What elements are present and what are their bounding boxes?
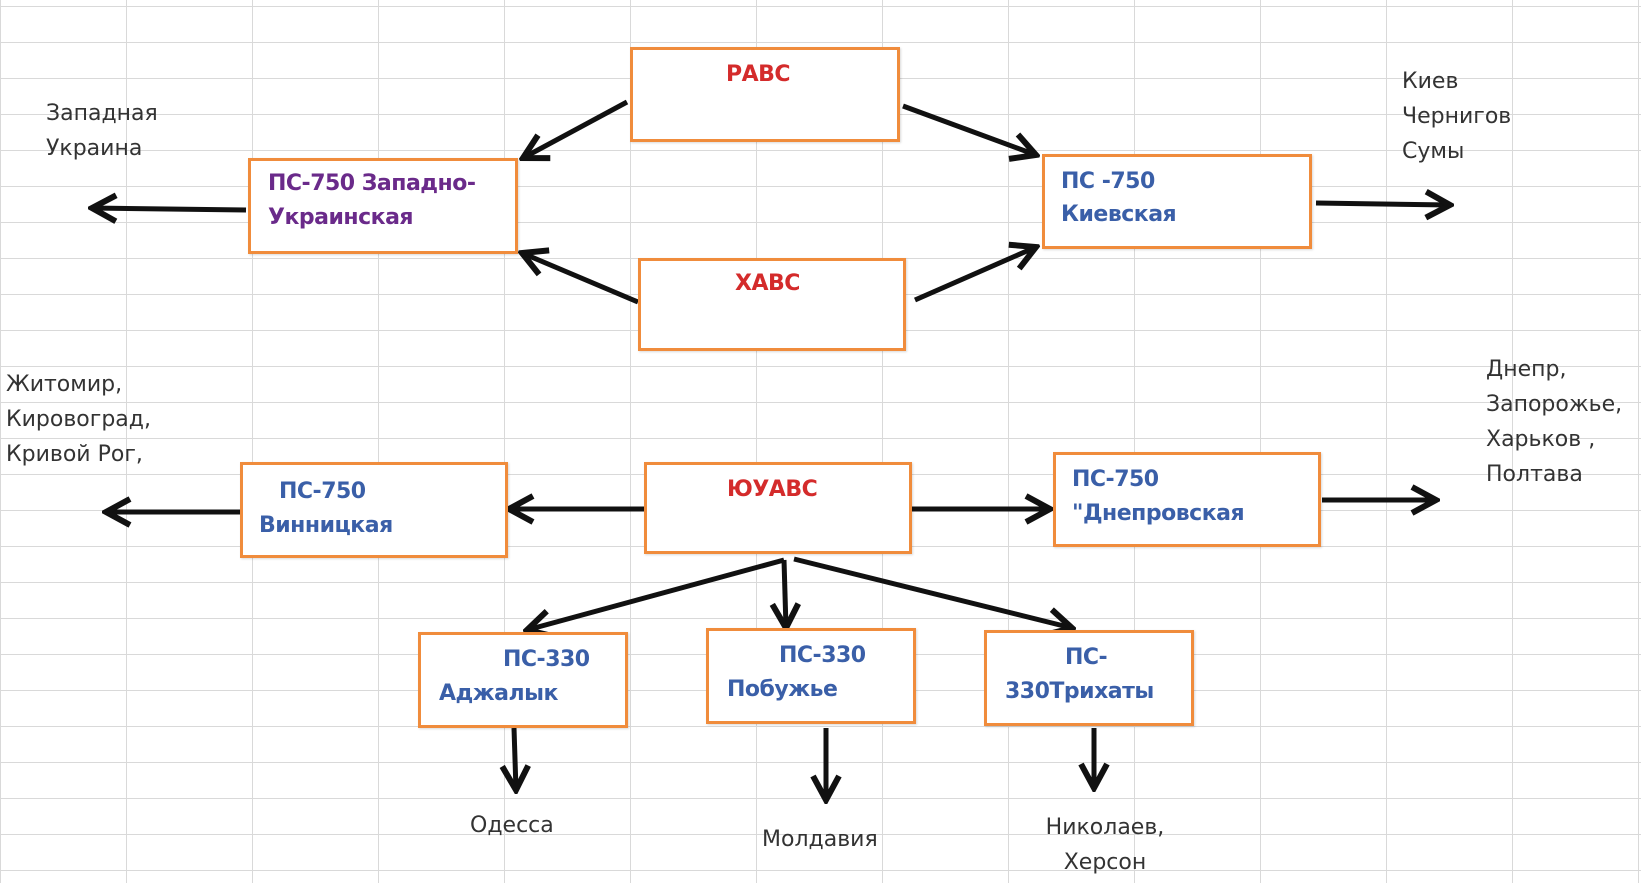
substation-kyiv-line2: Киевская: [1061, 202, 1177, 227]
havs-box: ХАВС: [638, 258, 906, 351]
substation-dnipro: ПС-750 "Днепровская: [1053, 452, 1321, 547]
region-dnipro-line: Запорожье,: [1486, 392, 1623, 417]
substation-west-line2: Украинская: [268, 205, 414, 230]
region-pobuzhe-line: Молдавия: [762, 827, 878, 852]
havs-label: ХАВС: [735, 271, 800, 296]
yuavs-label: ЮУАВС: [727, 477, 818, 502]
ravs-label: РАВС: [726, 62, 791, 87]
region-pobuzhe: Молдавия: [762, 822, 878, 857]
region-dnipro-line: Полтава: [1486, 462, 1583, 487]
region-vinnytsia-line: Кировоград,: [6, 407, 151, 432]
region-dnipro-line: Днепр,: [1486, 357, 1567, 382]
region-vinnytsia-line: Кривой Рог,: [6, 442, 143, 467]
substation-vinnytsia: ПС-750 Винницкая: [240, 462, 508, 558]
substation-dnipro-line1: ПС-750: [1072, 467, 1159, 492]
region-kyiv: Киев Чернигов Сумы: [1402, 64, 1511, 169]
region-kyiv-line: Сумы: [1402, 139, 1465, 164]
arrow-west-to-region: [92, 208, 247, 210]
substation-trihaty-line1: ПС-: [1065, 645, 1108, 670]
substation-dnipro-line2: "Днепровская: [1072, 501, 1245, 526]
substation-pobuzhe: ПС-330 Побужье: [706, 628, 916, 724]
region-kyiv-line: Чернигов: [1402, 104, 1512, 129]
arrow-havs-to-west: [522, 253, 639, 305]
substation-west-line1: ПС-750 Западно-: [268, 171, 476, 196]
arrow-ravs-to-kyiv: [902, 103, 1036, 155]
region-kyiv-line: Киев: [1402, 69, 1459, 94]
region-west-line: Западная: [46, 101, 158, 126]
region-vinnytsia-line: Житомир,: [6, 372, 123, 397]
substation-vinnytsia-line2: Винницкая: [259, 513, 393, 538]
arrow-yuavs-to-trihaty: [793, 556, 1072, 628]
region-adzhalyk-line: Одесса: [470, 813, 554, 838]
substation-vinnytsia-line1: ПС-750: [279, 479, 366, 504]
arrow-ravs-to-west: [523, 99, 629, 158]
substation-pobuzhe-line1: ПС-330: [779, 643, 866, 668]
arrow-yuavs-to-pobuzhe: [784, 559, 786, 628]
region-trihaty-line: Николаев,: [1045, 815, 1165, 840]
substation-adzhalyk-line2: Аджалык: [439, 681, 558, 706]
substation-trihaty-line2: 330Трихаты: [1005, 679, 1154, 704]
region-vinnytsia: Житомир, Кировоград, Кривой Рог,: [6, 367, 151, 472]
region-dnipro: Днепр, Запорожье, Харьков , Полтава: [1486, 352, 1622, 492]
substation-adzhalyk-line1: ПС-330: [503, 647, 590, 672]
arrow-yuavs-to-adzhalyk: [527, 557, 785, 630]
yuavs-box: ЮУАВС: [644, 462, 912, 554]
substation-adzhalyk: ПС-330 Аджалык: [418, 632, 628, 728]
arrow-havs-to-kyiv: [913, 247, 1036, 303]
arrow-adzhalyk-to-region: [514, 727, 516, 790]
substation-kyiv: ПС -750 Киевская: [1042, 154, 1312, 249]
region-dnipro-line: Харьков ,: [1486, 427, 1596, 452]
region-adzhalyk: Одесса: [470, 808, 554, 843]
substation-pobuzhe-line2: Побужье: [727, 677, 838, 702]
region-west: Западная Украина: [46, 96, 158, 166]
substation-kyiv-line1: ПС -750: [1061, 169, 1155, 194]
region-west-line: Украина: [46, 136, 143, 161]
substation-trihaty: ПС- 330Трихаты: [984, 630, 1194, 726]
region-trihaty-line: Херсон: [1063, 850, 1147, 875]
substation-west-ukrainian: ПС-750 Западно- Украинская: [248, 158, 518, 254]
ravs-box: РАВС: [630, 47, 900, 142]
arrow-kyiv-to-region: [1315, 203, 1450, 205]
region-trihaty: Николаев, Херсон: [1030, 810, 1180, 880]
